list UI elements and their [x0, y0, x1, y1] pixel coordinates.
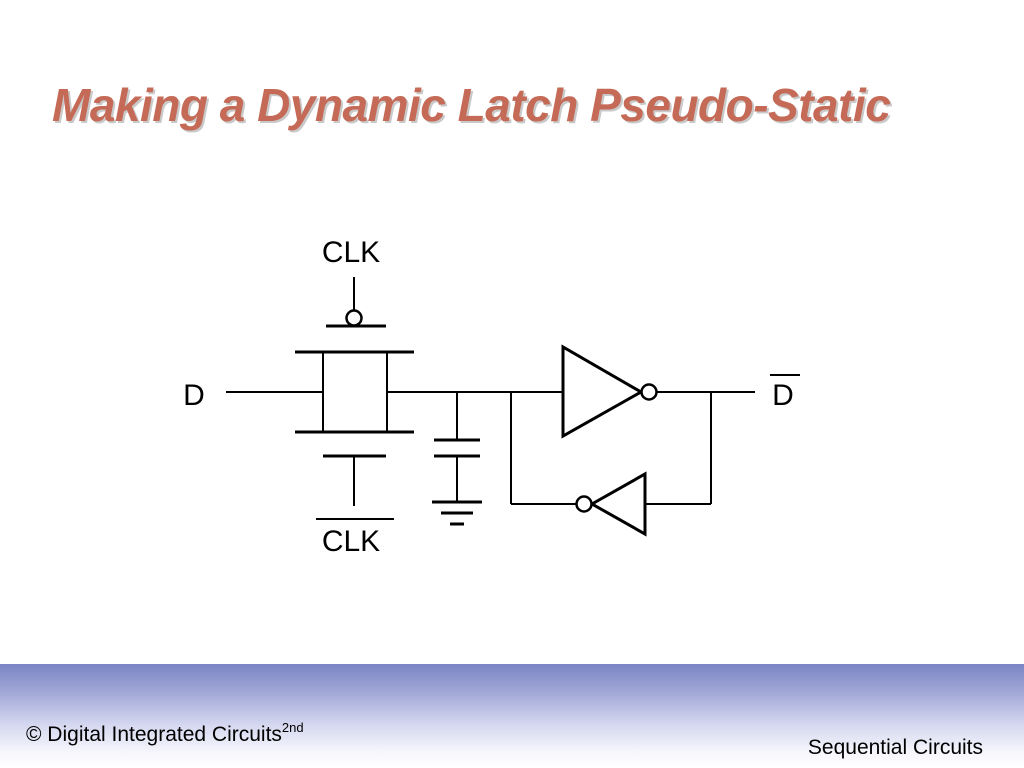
feedback-inverter: [575, 471, 647, 537]
forward-inverter-body: [561, 344, 645, 439]
input-d-label: D: [183, 379, 205, 412]
footer-copyright: © Digital Integrated Circuits2nd: [26, 720, 304, 747]
clk-bar-bottom-label: CLK: [322, 525, 380, 558]
storage-node-wiring: [387, 391, 755, 505]
forward-inverter-bubble: [640, 383, 658, 401]
slide-title: Making a Dynamic Latch Pseudo-Static: [52, 79, 891, 131]
footer-section-name: Sequential Circuits: [807, 736, 983, 759]
transmission-gate: [226, 277, 414, 506]
feedback-inverter-body: [588, 471, 647, 537]
clk-top-label: CLK: [322, 236, 380, 269]
latch-circuit-diagram: CLK CLK D D: [183, 236, 800, 558]
storage-capacitor: [432, 392, 482, 526]
forward-inverter: [561, 344, 658, 439]
footer-band: © Digital Integrated Circuits2nd Sequent…: [0, 664, 1024, 768]
feedback-inverter-bubble: [575, 495, 593, 513]
footer-edition: 2nd: [281, 720, 304, 735]
pmos-gate-bubble: [345, 309, 363, 327]
footer-copyright-text: © Digital Integrated Circuits: [26, 723, 282, 746]
output-d-bar-label: D: [772, 379, 794, 412]
